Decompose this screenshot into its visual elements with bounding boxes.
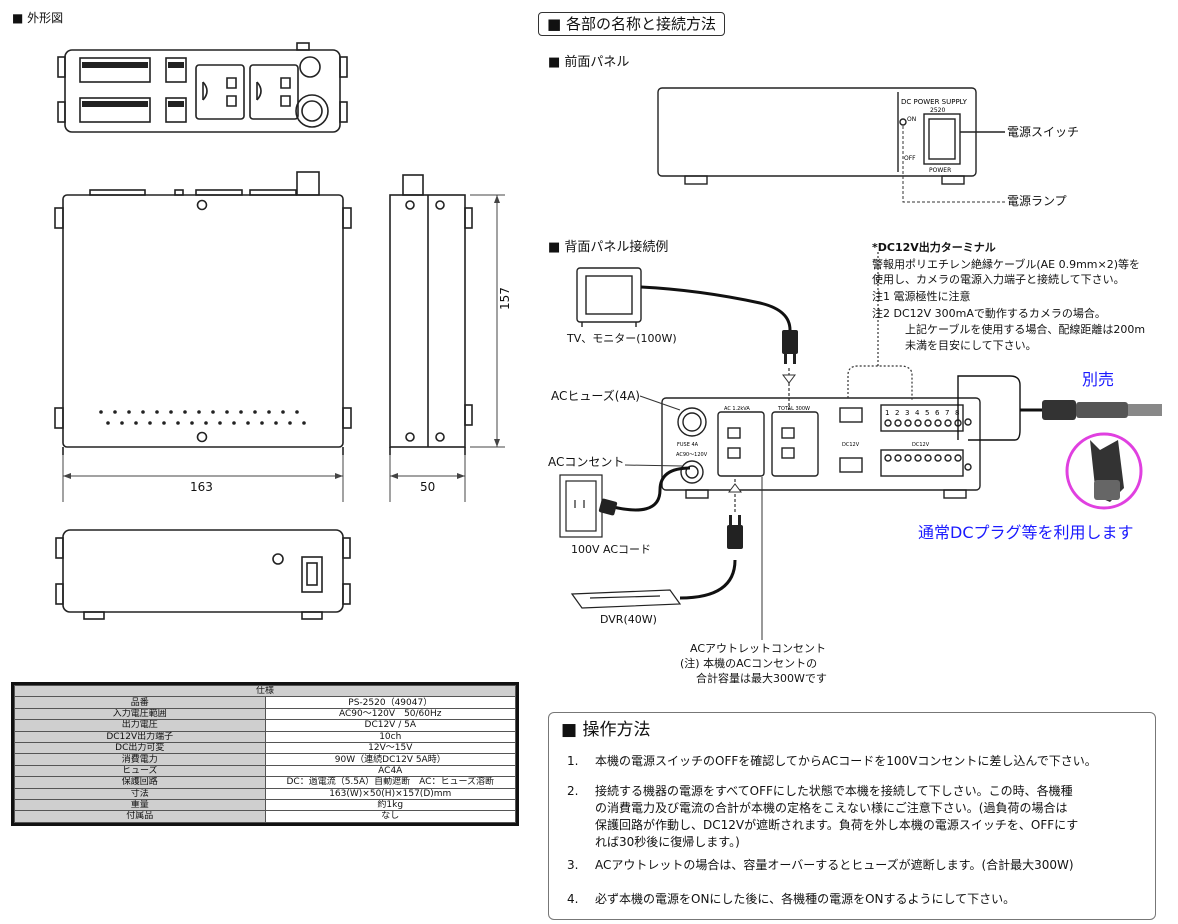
tv-icon — [576, 267, 642, 327]
wall-outlet-icon — [559, 474, 603, 538]
table-row: 付属品なし — [14, 810, 516, 823]
switch-off-label: OFF — [904, 155, 916, 162]
tv-plug-icon — [782, 330, 798, 364]
connection-diagram: DC POWER SUPPLY 2520 ON OFF POWER FUSE 4… — [559, 87, 1162, 640]
table-row: 重量約1kg — [14, 798, 516, 812]
svg-text:7: 7 — [945, 409, 949, 417]
cord-label: 100V ACコード — [571, 543, 652, 556]
outlet-label: ACコンセント — [548, 455, 625, 469]
dvr-plug-icon — [727, 515, 743, 549]
terminal-note-3: 注1 電源極性に注意 — [872, 290, 971, 303]
spec-title: 仕様 — [14, 684, 516, 698]
ac-outlet-line-3: 合計容量は最大300Wです — [696, 672, 827, 685]
svg-text:3: 3 — [905, 409, 909, 417]
dc-plug-photo — [1065, 432, 1143, 510]
tv-label: TV、モニター(100W) — [567, 332, 677, 345]
list-item: 2.接続する機器の電源をすべてOFFにした状態で本機を接続して下しさい。この時、… — [567, 784, 1079, 849]
top-view — [57, 42, 348, 133]
svg-text:4: 4 — [915, 409, 920, 417]
ac-plug-icon — [598, 498, 618, 516]
outline-drawings — [54, 42, 505, 620]
svg-text:5: 5 — [925, 409, 929, 417]
rear-view — [55, 529, 351, 620]
dim-width: 163 — [190, 480, 213, 494]
list-item: 4.必ず本機の電源をONにした後に、各機種の電源をONするようにして下さい。 — [567, 892, 1016, 906]
front-label-2: 2520 — [930, 107, 945, 114]
dim-depth: 50 — [420, 480, 436, 494]
power-switch-callout: 電源スイッチ — [1007, 125, 1080, 139]
rear-dc12v-text: DC12V — [842, 442, 860, 448]
switch-power-label: POWER — [929, 167, 951, 174]
rear-fuse-text: FUSE 4A — [677, 442, 699, 448]
dc-plug-note: 通常DCプラグ等を利用します — [918, 523, 1134, 542]
terminal-note-6: 未満を目安にして下さい。 — [905, 339, 1037, 352]
svg-text:6: 6 — [935, 409, 940, 417]
list-item: 3.ACアウトレットの場合は、容量オーバーするとヒューズが遮断します。(合計最大… — [567, 858, 1074, 872]
vent-holes — [99, 410, 306, 425]
terminal-title: *DC12V出力ターミナル — [872, 241, 996, 254]
ac-outlet-line-1: ACアウトレットコンセント — [690, 642, 827, 655]
rear-dc12v-text-2: DC12V — [912, 442, 930, 448]
rear-ac-text: AC 1.2kVA — [724, 406, 750, 412]
switch-on-label: ON — [907, 116, 916, 123]
side-view — [54, 171, 352, 455]
main-heading: ■ 各部の名称と接続方法 — [538, 12, 725, 36]
rear-panel-heading: ■ 背面パネル接続例 — [548, 240, 669, 255]
svg-text:1: 1 — [885, 409, 889, 417]
rear-acin-text: AC90〜120V — [676, 452, 708, 458]
dim-height: 157 — [498, 287, 512, 310]
power-lamp-callout: 電源ランプ — [1007, 194, 1067, 208]
operation-title: ■ 操作方法 — [561, 720, 651, 740]
narrow-view — [389, 174, 473, 455]
front-label-1: DC POWER SUPPLY — [901, 98, 968, 106]
dc-plug-icon — [1042, 400, 1162, 420]
ac-outlet-line-2: (注) 本機のACコンセントの — [680, 657, 818, 670]
dvr-icon — [570, 589, 682, 609]
terminal-note-2: 使用し、カメラの電源入力端子と接続して下さい。 — [872, 273, 1125, 286]
terminal-note-5: 上記ケーブルを使用する場合、配線距離は200m — [905, 323, 1146, 336]
svg-text:8: 8 — [955, 409, 959, 417]
fuse-label: ACヒューズ(4A) — [551, 389, 640, 403]
sold-separately-label: 別売 — [1082, 370, 1115, 389]
front-panel-drawing — [657, 87, 1005, 185]
operation-box: ■ 操作方法 1.本機の電源スイッチのOFFを確認してからACコードを100Vコ… — [548, 712, 1156, 920]
terminal-numbers: 1 2 3 4 5 6 7 8 — [885, 409, 959, 417]
terminal-note-1: 警報用ポリエチレン絶縁ケーブル(AE 0.9mm×2)等を — [872, 258, 1141, 271]
list-item: 1.本機の電源スイッチのOFFを確認してからACコードを100Vコンセントに差し… — [567, 754, 1097, 768]
front-panel-heading: ■ 前面パネル — [548, 55, 630, 70]
dvr-label: DVR(40W) — [600, 613, 657, 626]
svg-text:2: 2 — [895, 409, 899, 417]
outline-heading: ■ 外形図 — [12, 11, 64, 25]
rear-total-text: TOTAL 300W — [777, 406, 810, 412]
rear-panel-drawing — [661, 397, 981, 499]
terminal-note-4: 注2 DC12V 300mAで動作するカメラの場合。 — [872, 307, 1106, 320]
